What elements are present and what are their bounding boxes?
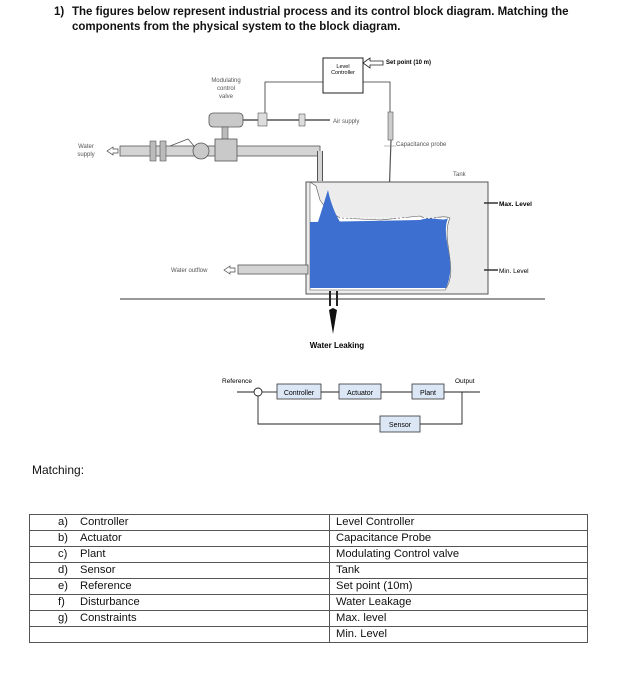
leak-arrow-icon bbox=[329, 308, 337, 334]
left-cell: b) Actuator bbox=[29, 530, 330, 547]
actuator-block-label: Actuator bbox=[347, 390, 374, 397]
question-number: 1) bbox=[54, 6, 65, 18]
tank-label: Tank bbox=[453, 172, 467, 178]
left-cell: e) Reference bbox=[29, 578, 330, 595]
component-name: Actuator bbox=[80, 532, 122, 544]
set-point-label: Set point (10 m) bbox=[386, 60, 431, 66]
left-cell bbox=[29, 626, 330, 643]
water-outflow-label: Water outflow bbox=[171, 268, 208, 274]
table-row: d) Sensor Tank bbox=[29, 562, 588, 579]
left-cell: c) Plant bbox=[29, 546, 330, 563]
left-cell: g) Constraints bbox=[29, 610, 330, 627]
plant-block-label: Plant bbox=[420, 390, 436, 397]
plant-block bbox=[411, 383, 445, 400]
right-cell: Capacitance Probe bbox=[329, 530, 588, 547]
set-point-arrow-icon bbox=[362, 57, 384, 69]
row-key: c) bbox=[58, 548, 68, 560]
min-level-label: Min. Level bbox=[499, 268, 529, 275]
reference-label: Reference bbox=[222, 378, 252, 385]
water-supply-arrow-icon bbox=[106, 146, 119, 156]
left-cell: f) Disturbance bbox=[29, 594, 330, 611]
component-name: Plant bbox=[80, 548, 106, 560]
table-row: b) Actuator Capacitance Probe bbox=[29, 530, 588, 547]
matching-table: a) Controller Level Controller b) Actuator Ca… bbox=[29, 514, 588, 643]
right-cell: Tank bbox=[329, 562, 588, 579]
air-supply-label: Air supply bbox=[333, 119, 359, 125]
right-cell: Set point (10m) bbox=[329, 578, 588, 595]
matching-label: Matching: bbox=[32, 463, 85, 477]
left-cell: d) Sensor bbox=[29, 562, 330, 579]
table-row: g) Constraints Max. level bbox=[29, 610, 588, 627]
right-cell: Max. level bbox=[329, 610, 588, 627]
row-key: a) bbox=[58, 516, 68, 528]
row-key: f) bbox=[58, 596, 65, 608]
right-cell: Level Controller bbox=[329, 514, 588, 531]
water-outflow-arrow-icon bbox=[223, 265, 236, 275]
level-controller-box bbox=[322, 57, 364, 94]
max-level-label: Max. Level bbox=[499, 201, 532, 208]
right-cell: Min. Level bbox=[329, 626, 588, 643]
component-name: Constraints bbox=[80, 612, 137, 624]
right-cell: Water Leakage bbox=[329, 594, 588, 611]
actuator-block bbox=[338, 383, 382, 400]
controller-block bbox=[276, 383, 322, 400]
row-key: g) bbox=[58, 612, 68, 624]
water-body bbox=[310, 218, 451, 288]
question-text: The figures below represent industrial p… bbox=[72, 6, 569, 33]
row-key: e) bbox=[58, 580, 68, 592]
component-name: Disturbance bbox=[80, 596, 140, 608]
controller-block-label: Controller bbox=[284, 390, 315, 397]
capacitance-probe-label: Capacitance probe bbox=[396, 142, 447, 148]
output-label: Output bbox=[455, 378, 475, 385]
summing-junction bbox=[253, 387, 263, 397]
table-row: e) Reference Set point (10m) bbox=[29, 578, 588, 595]
water-leaking-label: Water Leaking bbox=[310, 341, 364, 350]
table-row: a) Controller Level Controller bbox=[29, 514, 588, 531]
component-name: Sensor bbox=[80, 564, 116, 576]
table-row: c) Plant Modulating Control valve bbox=[29, 546, 588, 563]
row-key: d) bbox=[58, 564, 68, 576]
table-row: f) Disturbance Water Leakage bbox=[29, 594, 588, 611]
left-cell: a) Controller bbox=[29, 514, 330, 531]
table-row: Min. Level bbox=[29, 626, 588, 643]
row-key: b) bbox=[58, 532, 68, 544]
component-name: Reference bbox=[80, 580, 132, 592]
right-cell: Modulating Control valve bbox=[329, 546, 588, 563]
component-name: Controller bbox=[80, 516, 129, 528]
sensor-block-label: Sensor bbox=[389, 422, 412, 429]
